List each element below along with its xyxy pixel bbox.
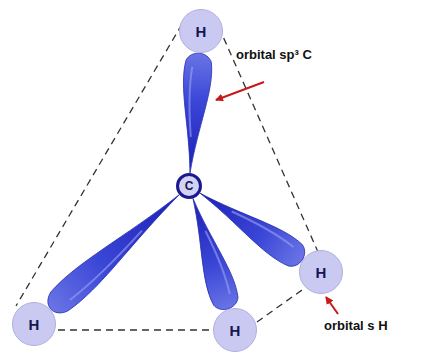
dashed-edge: [257, 290, 302, 322]
lobe-highlight: [67, 231, 145, 301]
orbital-label: orbital sp³ C: [236, 47, 312, 62]
atom-symbol: H: [196, 24, 207, 39]
hydrogen-atom: H: [179, 9, 223, 53]
lobe-highlight: [186, 67, 196, 137]
sp3-orbital-lobe: [180, 194, 242, 313]
sp3-orbital-lobe: [176, 52, 213, 174]
pointer-arrow: [216, 82, 264, 100]
lobe-shape: [176, 52, 213, 174]
atom-symbol: H: [29, 317, 40, 332]
hydrogen-atom: H: [299, 250, 343, 294]
atom-symbol: H: [230, 323, 241, 338]
sp3-orbital-lobe: [42, 184, 189, 319]
hydrogen-atom: H: [12, 302, 56, 346]
carbon-atom: C: [176, 173, 202, 199]
lobe-highlight: [205, 230, 230, 296]
atom-symbol: C: [185, 180, 194, 192]
lobe-shape: [180, 194, 242, 313]
orbital-label: orbital s H: [324, 318, 388, 333]
lobe-shape: [42, 184, 189, 319]
lobe-highlight: [232, 208, 294, 251]
atom-symbol: H: [316, 265, 327, 280]
hydrogen-atom: H: [213, 308, 257, 352]
pointer-arrow: [326, 297, 338, 314]
dashed-edge: [58, 329, 212, 330]
